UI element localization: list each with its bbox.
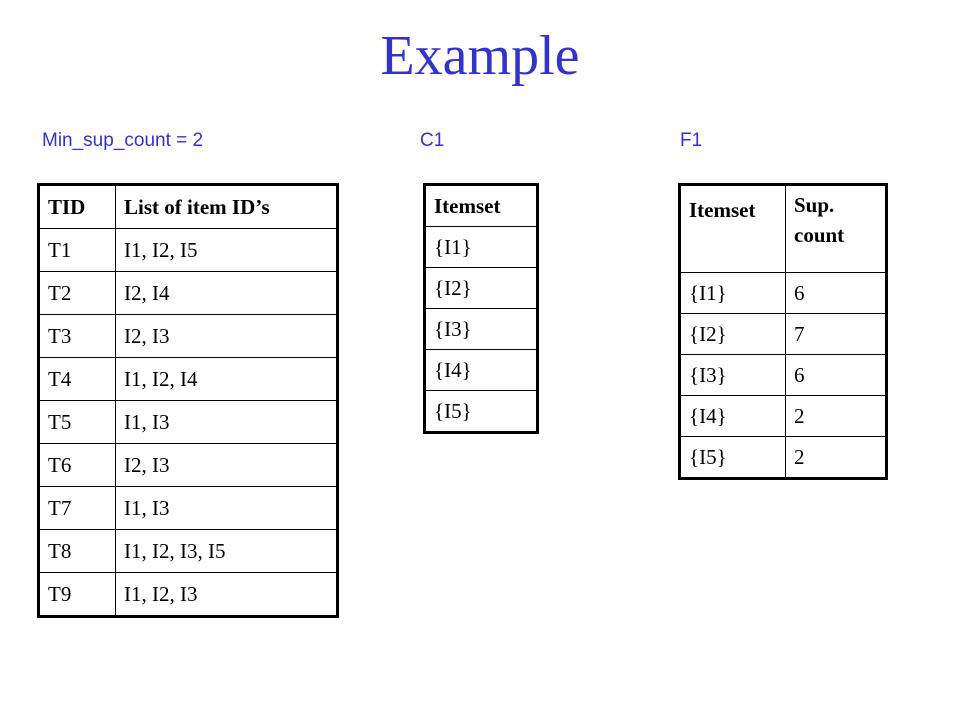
items-header: List of item ID’s bbox=[115, 184, 338, 229]
items-cell: I1, I3 bbox=[115, 486, 338, 530]
sup-count-cell: 6 bbox=[785, 272, 887, 314]
itemset-cell: {I3} bbox=[424, 308, 538, 350]
itemset-cell: {I5} bbox=[424, 390, 538, 433]
sup-count-cell: 7 bbox=[785, 313, 887, 355]
f1-label: F1 bbox=[680, 130, 703, 151]
c1-label: C1 bbox=[420, 130, 445, 151]
sup-count-header: Sup. count bbox=[785, 184, 887, 273]
c1-itemset-table: Itemset {I1} {I2} {I3} {I4} {I5} bbox=[423, 183, 539, 434]
items-cell: I1, I2, I4 bbox=[115, 357, 338, 401]
itemset-cell: {I5} bbox=[679, 436, 786, 479]
tid-cell: T1 bbox=[38, 228, 116, 272]
items-cell: I2, I3 bbox=[115, 314, 338, 358]
tid-cell: T9 bbox=[38, 572, 116, 617]
f1-frequent-itemset-table: Itemset Sup.count {I1}6 {I2}7 {I3}6 {I4}… bbox=[678, 183, 888, 480]
table-row: {I1}6 bbox=[679, 272, 887, 314]
table-row: {I4}2 bbox=[679, 395, 887, 437]
itemset-cell: {I1} bbox=[679, 272, 786, 314]
tid-cell: T8 bbox=[38, 529, 116, 573]
sup-count-cell: 2 bbox=[785, 395, 887, 437]
tid-cell: T7 bbox=[38, 486, 116, 530]
itemset-header: Itemset bbox=[424, 184, 538, 227]
tid-cell: T5 bbox=[38, 400, 116, 444]
table-header-row: Itemset Sup. count bbox=[679, 184, 887, 273]
tid-cell: T3 bbox=[38, 314, 116, 358]
itemset-cell: {I1} bbox=[424, 226, 538, 268]
table-row: {I3}6 bbox=[679, 354, 887, 396]
sup-count-header-line: count bbox=[794, 223, 845, 248]
table-row: {I5} bbox=[424, 390, 538, 433]
table-row: {I4} bbox=[424, 349, 538, 391]
itemset-cell: {I2} bbox=[679, 313, 786, 355]
page-title: Example bbox=[380, 25, 580, 87]
items-cell: I1, I3 bbox=[115, 400, 338, 444]
items-cell: I1, I2, I3 bbox=[115, 572, 338, 617]
items-cell: I2, I4 bbox=[115, 271, 338, 315]
table-row: {I1} bbox=[424, 226, 538, 268]
table-row: {I3} bbox=[424, 308, 538, 350]
items-cell: I2, I3 bbox=[115, 443, 338, 487]
min-sup-label: Min_sup_count = 2 bbox=[42, 130, 204, 151]
table-header-row: TID List of item ID’s bbox=[38, 184, 338, 229]
tid-header: TID bbox=[38, 184, 116, 229]
itemset-cell: {I2} bbox=[424, 267, 538, 309]
table-row: {I2}7 bbox=[679, 313, 887, 355]
items-cell: I1, I2, I5 bbox=[115, 228, 338, 272]
tid-cell: T6 bbox=[38, 443, 116, 487]
itemset-cell: {I3} bbox=[679, 354, 786, 396]
table-row: {I2} bbox=[424, 267, 538, 309]
table-row: {I5}2 bbox=[679, 436, 887, 479]
items-cell: I1, I2, I3, I5 bbox=[115, 529, 338, 573]
tid-cell: T2 bbox=[38, 271, 116, 315]
itemset-cell: {I4} bbox=[679, 395, 786, 437]
itemset-header: Itemset bbox=[679, 184, 786, 273]
itemset-cell: {I4} bbox=[424, 349, 538, 391]
table-header-row: Itemset bbox=[424, 184, 538, 227]
sup-count-cell: 6 bbox=[785, 354, 887, 396]
tid-cell: T4 bbox=[38, 357, 116, 401]
sup-count-cell: 2 bbox=[785, 436, 887, 479]
sup-count-header-line: Sup. bbox=[794, 193, 835, 217]
